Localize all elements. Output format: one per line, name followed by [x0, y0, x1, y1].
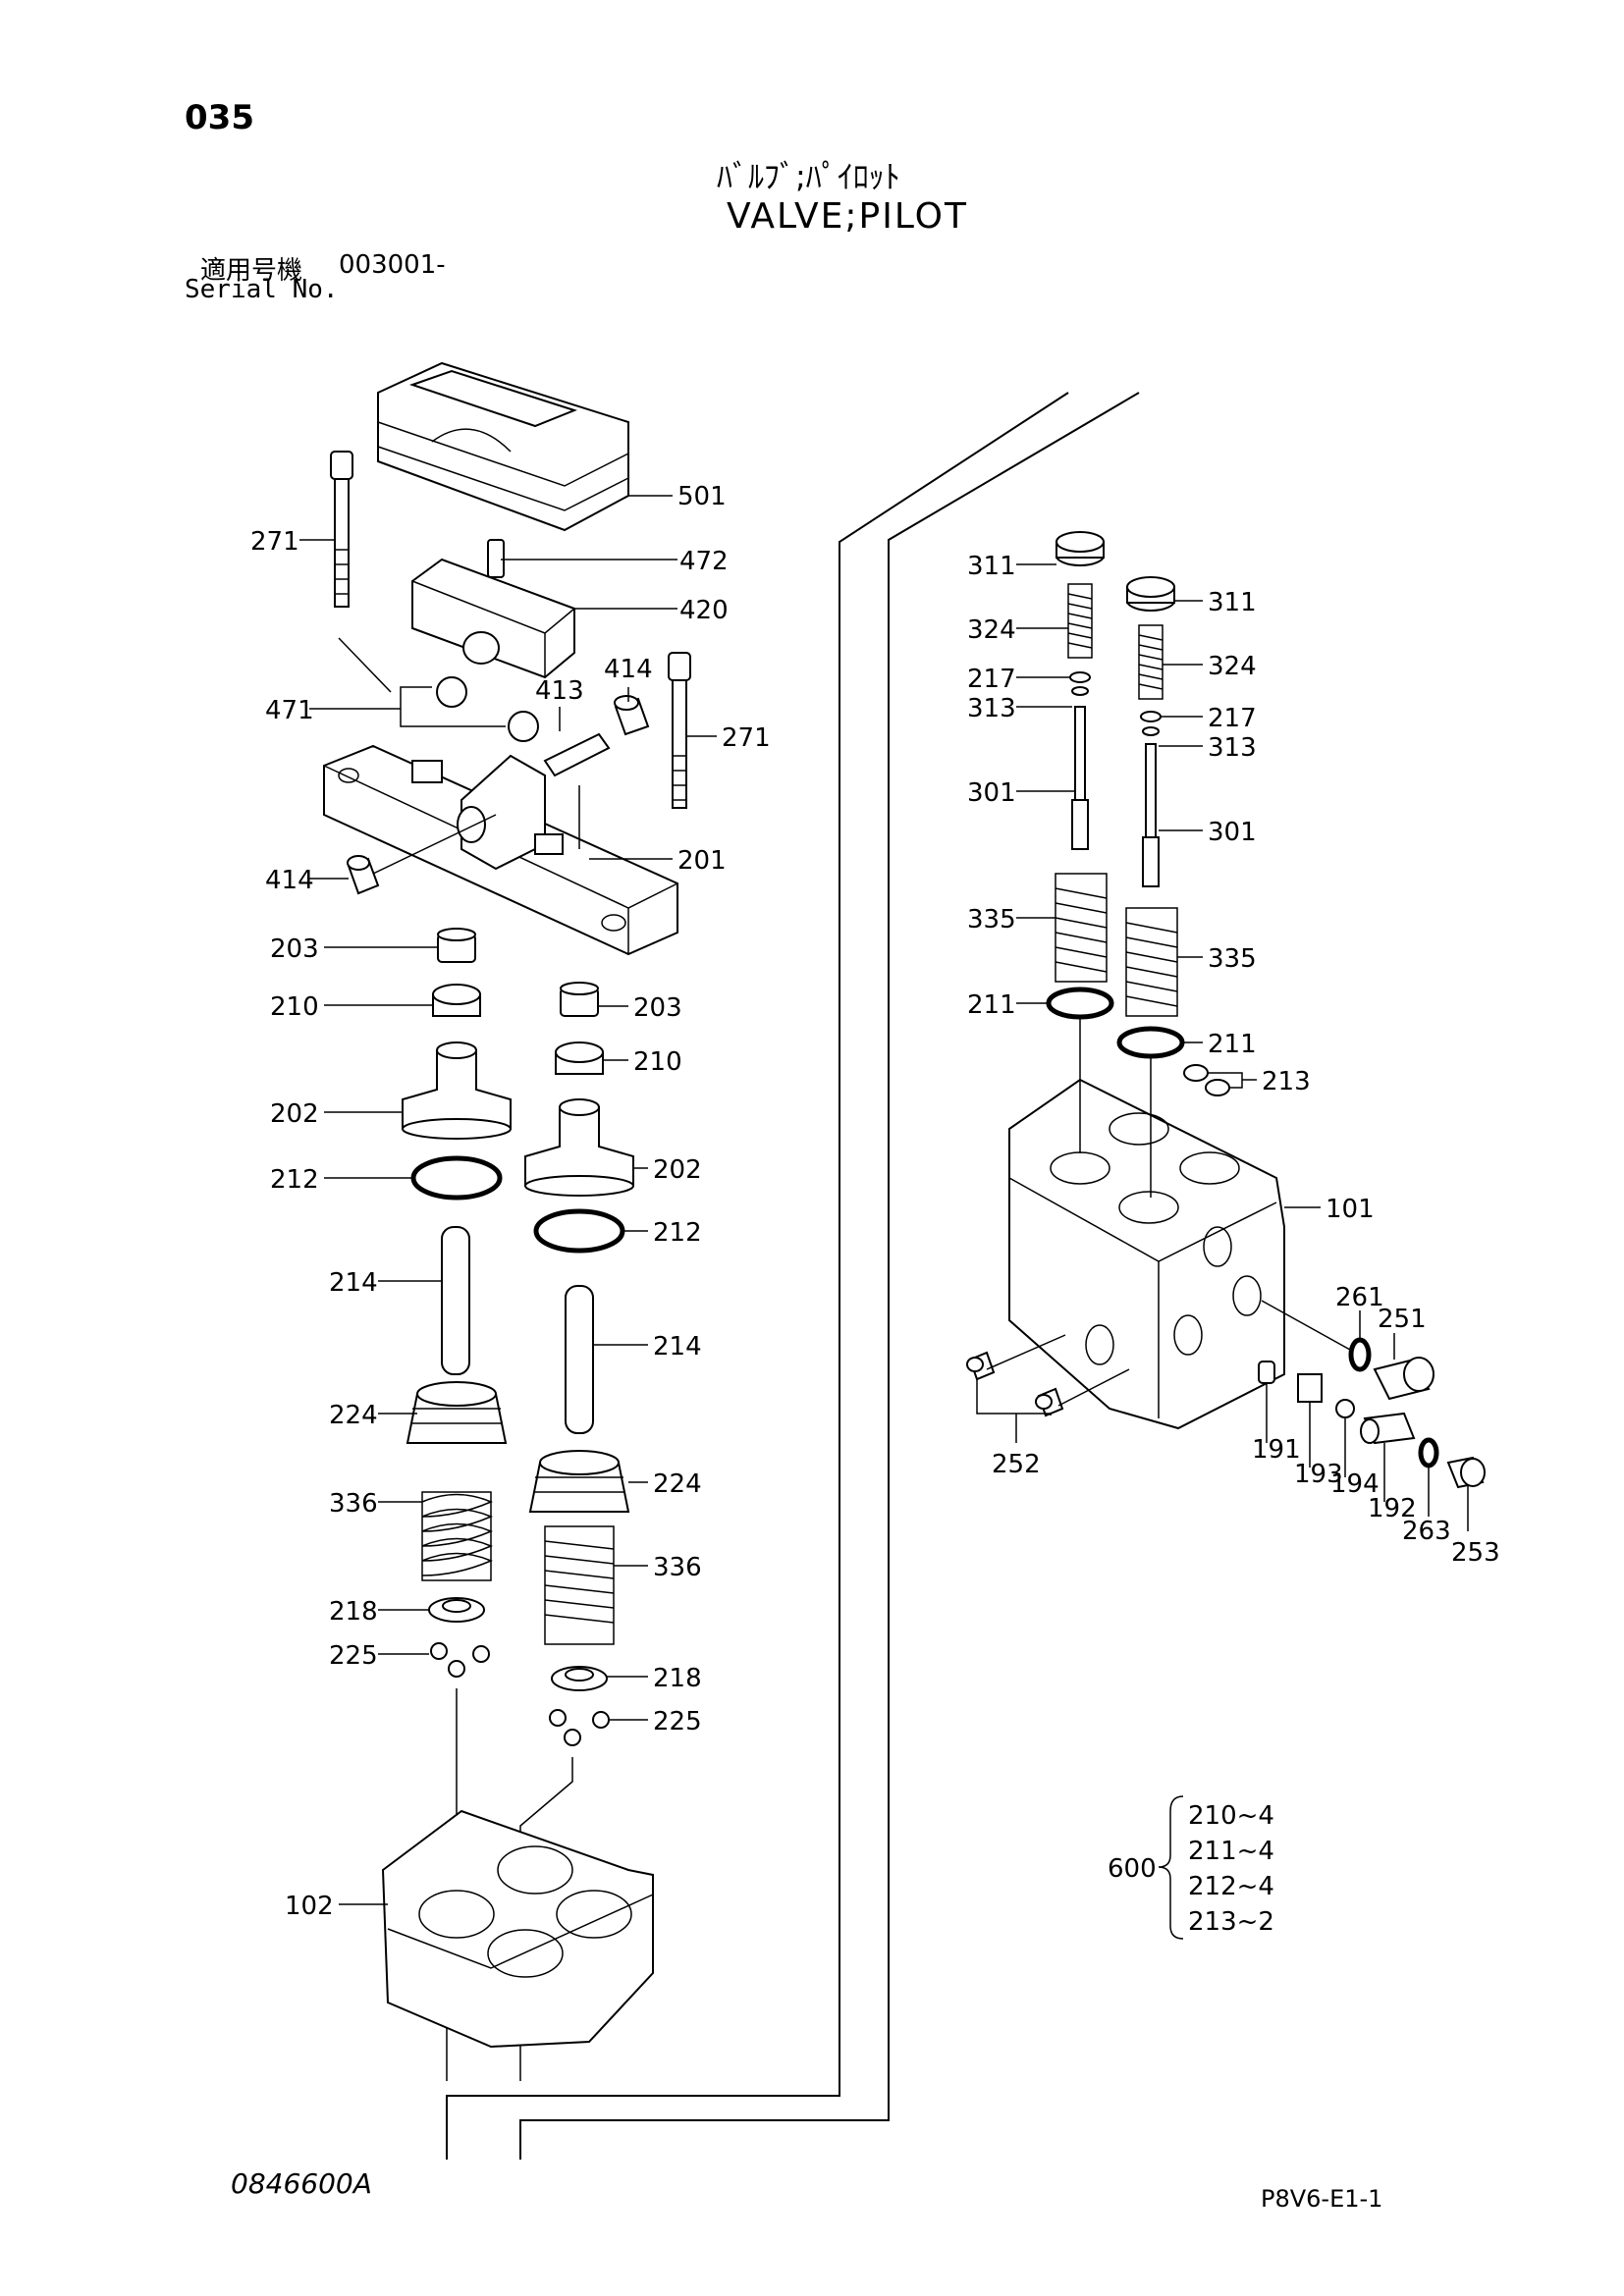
parts-191-193-194-192: [1258, 1361, 1416, 1445]
callout-202-right: 202: [653, 1155, 702, 1185]
push-rods-301: [1071, 706, 1160, 887]
callout-218-right: 218: [653, 1664, 702, 1693]
kit-item-3: 212~4: [1188, 1872, 1274, 1901]
title-english: VALVE;PILOT: [727, 196, 968, 237]
title-japanese: ﾊﾞﾙﾌﾞ;ﾊﾟｲﾛｯﾄ: [717, 158, 900, 195]
plug-251: [1373, 1357, 1435, 1401]
callout-501: 501: [677, 482, 727, 511]
plunger-stack-right: [519, 982, 634, 1914]
kit-600-group: 600 210~4 211~4 212~4 213~2: [1108, 1795, 1274, 1940]
serial-label-english: Serial No.: [185, 275, 339, 304]
plugs-252: [966, 1334, 1130, 1417]
plate-201: [323, 744, 678, 956]
balls-471: [338, 637, 539, 742]
kit-item-4: 213~2: [1188, 1907, 1274, 1937]
callout-413: 413: [535, 676, 584, 706]
callout-203-left: 203: [270, 934, 319, 964]
callout-420: 420: [679, 596, 729, 625]
callout-225-right: 225: [653, 1707, 702, 1736]
kit-item-2: 211~4: [1188, 1837, 1274, 1866]
callout-217-right: 217: [1208, 704, 1257, 733]
kit-number: 600: [1108, 1854, 1157, 1884]
casing-101: [1008, 1017, 1285, 1430]
callout-192: 192: [1368, 1494, 1417, 1523]
bolt-271-left: [330, 451, 353, 608]
page-number: 035: [185, 98, 254, 137]
callout-211-left: 211: [967, 990, 1016, 1020]
callout-201: 201: [677, 846, 727, 876]
callout-271-left: 271: [250, 527, 299, 557]
callout-212-left: 212: [270, 1165, 319, 1195]
callout-471: 471: [265, 696, 314, 725]
callout-253: 253: [1451, 1538, 1500, 1568]
callout-213: 213: [1262, 1067, 1311, 1096]
callout-414-upper: 414: [604, 655, 653, 684]
o-rings-213: [1183, 1064, 1230, 1096]
callout-271-right: 271: [722, 723, 771, 753]
callout-225-left: 225: [329, 1641, 378, 1671]
kit-item-1: 210~4: [1188, 1801, 1274, 1831]
springs-324: [1067, 583, 1164, 700]
bolt-271-right: [668, 652, 691, 809]
set-screw-472: [487, 539, 505, 578]
callout-211-right: 211: [1208, 1030, 1257, 1059]
callout-335-left: 335: [967, 905, 1016, 934]
spring-seat-311-left: [1056, 531, 1105, 566]
callout-324-right: 324: [1208, 652, 1257, 681]
callout-194: 194: [1330, 1469, 1380, 1499]
cam-block-420: [411, 558, 575, 679]
springs-335: [1055, 873, 1178, 1017]
callout-210-right: 210: [633, 1047, 682, 1077]
callout-313-right: 313: [1208, 733, 1257, 763]
callout-217-left: 217: [967, 665, 1016, 694]
spring-seat-311-right: [1126, 576, 1175, 612]
callout-212-right: 212: [653, 1218, 702, 1248]
callout-203-right: 203: [633, 993, 682, 1023]
callout-301-right: 301: [1208, 818, 1257, 847]
callout-311-left: 311: [967, 552, 1016, 581]
drawing-code: 0846600A: [231, 2167, 372, 2200]
callout-336-left: 336: [329, 1489, 378, 1519]
page-code: P8V6-E1-1: [1261, 2185, 1383, 2213]
callout-224-left: 224: [329, 1401, 378, 1430]
o-rings-211: [1046, 987, 1185, 1059]
callout-335-right: 335: [1208, 944, 1257, 974]
callout-191: 191: [1252, 1435, 1301, 1465]
casing-102: [381, 1809, 654, 2049]
callout-414-lower: 414: [265, 866, 314, 895]
callout-labels: 501 472 420 271 271 471 413 414 414 201 …: [250, 482, 1500, 1921]
bushing-414-lower: [347, 855, 380, 895]
callout-261: 261: [1335, 1283, 1384, 1312]
plunger-stack-left: [402, 928, 512, 1924]
callout-101: 101: [1326, 1195, 1375, 1224]
callout-251: 251: [1378, 1305, 1427, 1334]
leader-lines: [299, 495, 1469, 1905]
o-ring-263-plug-253: [1418, 1437, 1486, 1489]
callout-263: 263: [1402, 1517, 1451, 1546]
pin-413: [543, 732, 611, 777]
callout-336-right: 336: [653, 1553, 702, 1582]
callout-193: 193: [1294, 1460, 1343, 1489]
callout-472: 472: [679, 547, 729, 576]
callout-218-left: 218: [329, 1597, 378, 1627]
callout-324-left: 324: [967, 615, 1016, 645]
serial-label-japanese: 適用号機: [200, 256, 303, 286]
callout-102: 102: [285, 1892, 334, 1921]
callout-214-left: 214: [329, 1268, 378, 1298]
callout-313-left: 313: [967, 694, 1016, 723]
callout-202-left: 202: [270, 1099, 319, 1129]
bushing-414-upper: [614, 695, 650, 736]
callout-214-right: 214: [653, 1332, 702, 1362]
callout-301-left: 301: [967, 778, 1016, 808]
callout-224-right: 224: [653, 1469, 702, 1499]
callout-210-left: 210: [270, 992, 319, 1022]
callout-252: 252: [992, 1450, 1041, 1479]
rubber-boot-501: [377, 361, 629, 532]
serial-number-value: 003001-: [339, 250, 446, 280]
callout-311-right: 311: [1208, 588, 1257, 617]
